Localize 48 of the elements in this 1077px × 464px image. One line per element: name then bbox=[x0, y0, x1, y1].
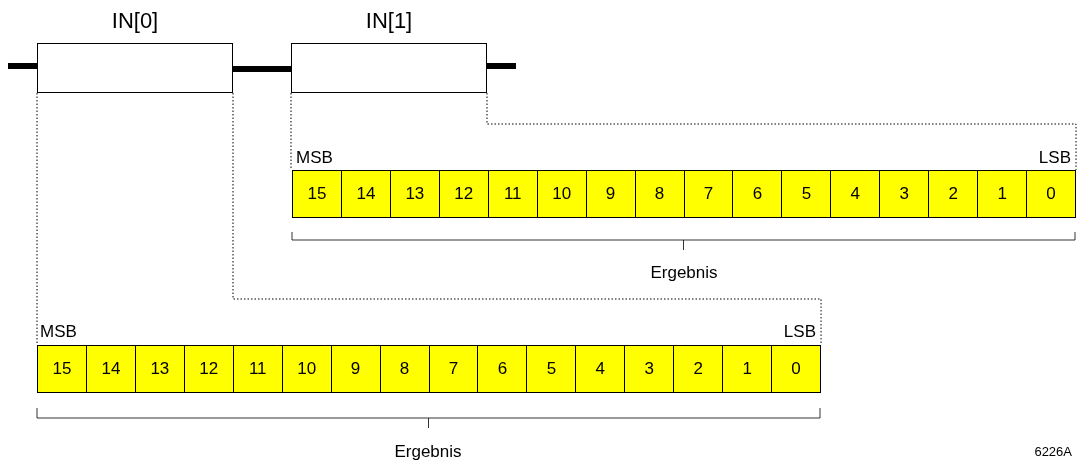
bit-cell: 11 bbox=[487, 170, 538, 218]
bus-line bbox=[487, 63, 516, 69]
bit-cell: 12 bbox=[438, 170, 489, 218]
bit-cell: 1 bbox=[722, 345, 773, 393]
bit-cell: 15 bbox=[37, 345, 87, 393]
result-label: Ergebnis bbox=[394, 442, 462, 462]
bit-cell: 0 bbox=[1026, 170, 1077, 218]
bit-cell: 13 bbox=[389, 170, 440, 218]
bus-line bbox=[8, 63, 37, 69]
projection-line bbox=[290, 92, 292, 171]
bit-cell: 4 bbox=[830, 170, 881, 218]
bit-cell: 14 bbox=[85, 345, 136, 393]
bit-cell: 8 bbox=[379, 345, 430, 393]
bit-label: LSB bbox=[1038, 148, 1071, 168]
box-title: IN[1] bbox=[365, 9, 413, 33]
bit-cell: 12 bbox=[183, 345, 234, 393]
bit-cell: 7 bbox=[683, 170, 734, 218]
bit-cell: 2 bbox=[928, 170, 979, 218]
bit-cell: 3 bbox=[624, 345, 675, 393]
figure-number: 6226A bbox=[1034, 443, 1072, 461]
bit-cell: 6 bbox=[477, 345, 528, 393]
bit-cell: 5 bbox=[781, 170, 832, 218]
bit-cell: 9 bbox=[585, 170, 636, 218]
box-title: IN[0] bbox=[111, 9, 159, 33]
bit-label: MSB bbox=[296, 148, 333, 168]
bit-cell: 8 bbox=[634, 170, 685, 218]
projection-line bbox=[36, 92, 38, 346]
projection-line bbox=[232, 92, 822, 346]
bit-label: MSB bbox=[40, 322, 77, 342]
bit-cell: 11 bbox=[232, 345, 283, 393]
projection-line bbox=[486, 92, 1077, 171]
bus-line bbox=[233, 66, 291, 72]
result-label: Ergebnis bbox=[650, 263, 718, 283]
bit-cell: 10 bbox=[536, 170, 587, 218]
bit-cell: 3 bbox=[879, 170, 930, 218]
bit-cell: 6 bbox=[732, 170, 783, 218]
bit-cell: 9 bbox=[330, 345, 381, 393]
bit-cell: 2 bbox=[673, 345, 724, 393]
bit-cell: 13 bbox=[134, 345, 185, 393]
bit-label: LSB bbox=[783, 322, 816, 342]
bit-cell: 1 bbox=[977, 170, 1028, 218]
bit-cell: 7 bbox=[428, 345, 479, 393]
bit-cell: 5 bbox=[526, 345, 577, 393]
bit-cell: 14 bbox=[340, 170, 391, 218]
bit-cell: 15 bbox=[292, 170, 342, 218]
bit-cell: 4 bbox=[575, 345, 626, 393]
bit-cell: 0 bbox=[771, 345, 822, 393]
bit-cell: 10 bbox=[281, 345, 332, 393]
